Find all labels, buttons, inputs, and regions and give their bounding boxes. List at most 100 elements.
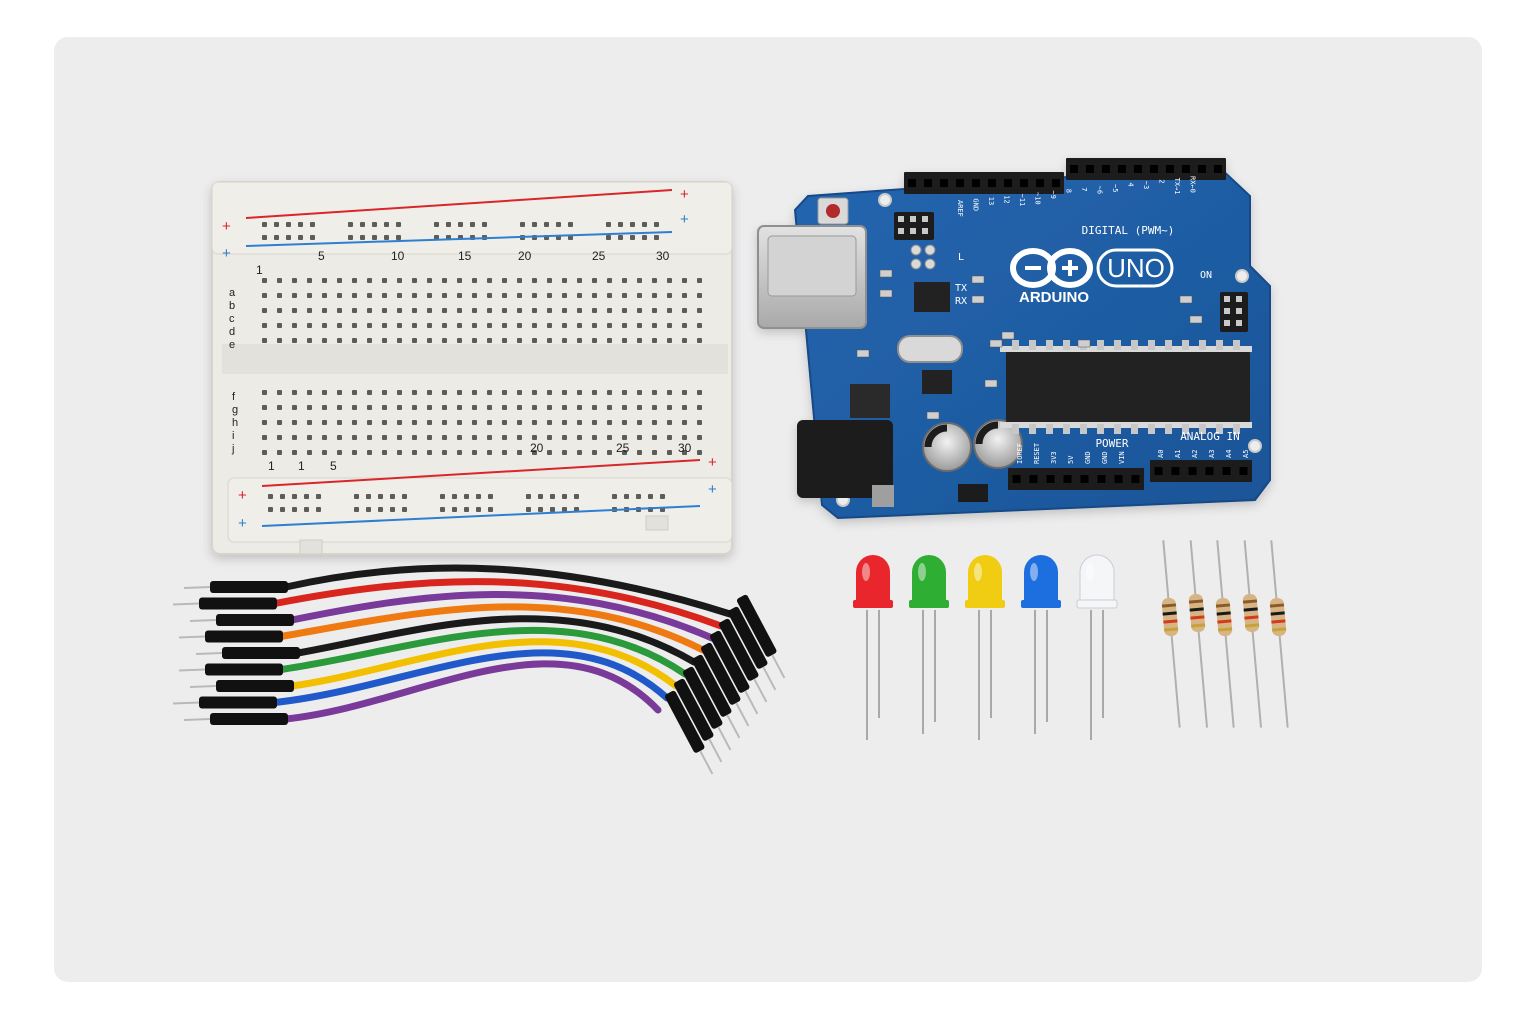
power-pin-label: IOREF bbox=[1016, 443, 1024, 464]
wire-connector bbox=[682, 666, 732, 751]
digital-pin-label: 7 bbox=[1080, 187, 1088, 191]
wire-connector bbox=[199, 597, 277, 610]
brand-label: ARDUINO bbox=[1019, 289, 1089, 306]
wire-connector bbox=[205, 630, 283, 643]
digital-pin-label: 8 bbox=[1065, 189, 1073, 193]
row-letter: a bbox=[229, 287, 236, 299]
icsp-header-top bbox=[894, 212, 934, 240]
wire-connector bbox=[691, 654, 741, 739]
analog-pin-label: A4 bbox=[1225, 450, 1233, 458]
led-blue bbox=[1021, 555, 1061, 734]
usb-chip bbox=[914, 282, 950, 312]
analog-pin-label: A3 bbox=[1208, 450, 1216, 458]
capacitor-right bbox=[973, 419, 1023, 469]
reset-button bbox=[817, 197, 849, 225]
row-letter: j bbox=[231, 443, 234, 455]
digital-pin-label: 12 bbox=[1003, 195, 1011, 203]
column-number: 20 bbox=[530, 441, 544, 455]
power-pin-label: VIN bbox=[1118, 451, 1126, 464]
power-pin-label: 3V3 bbox=[1050, 451, 1058, 464]
power-pin-label: 5V bbox=[1067, 455, 1075, 464]
diode bbox=[958, 484, 988, 502]
column-number: 10 bbox=[391, 249, 405, 263]
crystal-oscillator bbox=[897, 335, 963, 363]
analog-pin-label: A5 bbox=[1242, 450, 1250, 458]
analog-pin-label: A0 bbox=[1157, 450, 1165, 458]
led-yellow bbox=[965, 555, 1005, 740]
jumper-wire bbox=[282, 564, 734, 618]
column-number: 1 bbox=[256, 263, 263, 277]
jumper-wire bbox=[277, 603, 707, 654]
jumper-wire bbox=[288, 591, 716, 642]
chip-pins bbox=[1012, 340, 1240, 434]
jumper-wire bbox=[282, 660, 662, 723]
row-letter: h bbox=[232, 417, 238, 429]
rx-label: RX bbox=[955, 296, 967, 307]
digital-label: DIGITAL (PWM~) bbox=[1082, 224, 1175, 237]
arduino-uno-board: UNO ARDUINO DIGITAL (PWM~) POWER ANALOG … bbox=[757, 158, 1271, 520]
digital-pin-label: 4 bbox=[1127, 182, 1135, 186]
wire-connector bbox=[700, 642, 750, 727]
analog-pin-label: A1 bbox=[1174, 450, 1182, 458]
rail-minus-mark: + bbox=[222, 245, 231, 262]
led-green bbox=[909, 555, 949, 734]
wire-connector bbox=[727, 606, 777, 691]
digital-pin-label: ~11 bbox=[1018, 194, 1026, 207]
row-letter: g bbox=[232, 404, 238, 416]
resistor bbox=[1269, 540, 1289, 728]
led-clear bbox=[1076, 554, 1118, 740]
jumper-wire bbox=[294, 615, 698, 666]
digital-pin-label: ~3 bbox=[1142, 181, 1150, 189]
tx-label: TX bbox=[955, 283, 967, 294]
usb-b-port bbox=[757, 225, 867, 329]
wire-connector bbox=[210, 581, 288, 593]
wire-connector bbox=[664, 690, 714, 775]
digital-pin-label: TX→1 bbox=[1173, 178, 1181, 195]
column-number: 30 bbox=[656, 249, 670, 263]
column-number: 5 bbox=[330, 459, 337, 473]
l-led-label: L bbox=[958, 252, 964, 263]
icsp-header-right bbox=[1220, 292, 1248, 332]
row-letter: i bbox=[232, 430, 234, 442]
column-number: 20 bbox=[518, 249, 532, 263]
atmega-chip bbox=[1000, 346, 1252, 428]
resistor bbox=[1242, 540, 1263, 728]
resistors bbox=[1161, 540, 1289, 728]
wire-connector bbox=[199, 696, 277, 709]
capacitor-left bbox=[922, 422, 972, 472]
rail-minus-mark: + bbox=[708, 481, 717, 498]
pin-headers bbox=[904, 158, 1252, 490]
rail-plus-mark: + bbox=[238, 487, 247, 504]
column-number: 30 bbox=[678, 441, 692, 455]
column-number: 25 bbox=[592, 249, 606, 263]
jumper-wire bbox=[271, 578, 725, 630]
rail-plus-mark: + bbox=[222, 218, 231, 235]
rail-plus-mark: + bbox=[708, 454, 717, 471]
led-red bbox=[853, 555, 893, 740]
wire-connector bbox=[709, 630, 759, 715]
dc-power-jack bbox=[797, 420, 894, 507]
wire-connector bbox=[736, 594, 786, 679]
rail-minus-mark: + bbox=[680, 211, 689, 228]
row-letter: d bbox=[229, 326, 235, 338]
row-letter: e bbox=[229, 339, 235, 351]
column-number: 15 bbox=[458, 249, 472, 263]
column-number: 5 bbox=[318, 249, 325, 263]
digital-pin-label: GND bbox=[972, 198, 980, 211]
smd-components bbox=[856, 244, 1203, 420]
column-number: 1 bbox=[268, 459, 275, 473]
leds bbox=[853, 554, 1118, 740]
jumper-wire bbox=[277, 626, 689, 678]
digital-pin-label: ~9 bbox=[1049, 190, 1057, 198]
column-number: 1 bbox=[298, 459, 305, 473]
row-letter: c bbox=[229, 313, 235, 325]
resistor bbox=[1188, 540, 1209, 728]
power-pin-label: GND bbox=[1101, 451, 1109, 464]
digital-pin-label: ~6 bbox=[1096, 186, 1104, 194]
power-rails bbox=[245, 189, 701, 527]
resistor bbox=[1215, 540, 1235, 728]
wire-connector bbox=[216, 680, 294, 692]
